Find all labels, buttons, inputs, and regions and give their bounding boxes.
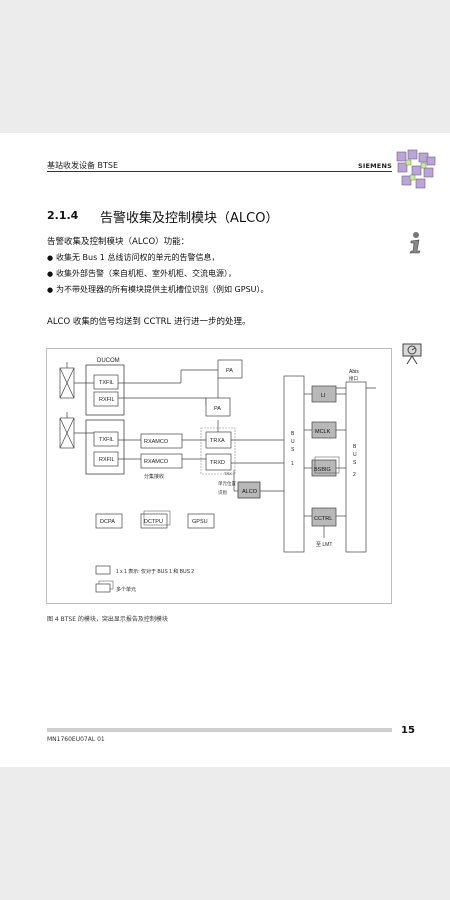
dctpu-box — [140, 513, 168, 529]
trxa-label: TRXA — [210, 438, 225, 444]
bullet-icon: ● — [47, 286, 54, 294]
txfil-label: TXFIL — [99, 380, 114, 386]
document-id: MN1760EU07AL 01 — [47, 736, 105, 743]
rxamco-box — [140, 453, 183, 469]
ducom-box — [85, 364, 125, 416]
section-number: 2.1.4 — [47, 209, 79, 222]
mclk-label: MCLK — [315, 429, 331, 435]
figure-caption: 图 4 BTSE 的模块，突出显示报告及控制模块 — [47, 616, 168, 623]
list-item: ●为不带处理器的所有模块提供主机槽位识别（例如 GPSU）。 — [47, 282, 269, 298]
bus2-letter: S — [353, 460, 357, 466]
mclk-box — [311, 421, 337, 439]
li-label: LI — [321, 393, 326, 399]
brand-name: SIEMENS — [358, 162, 392, 170]
rxamco-label: RXAMCO — [144, 459, 169, 465]
section-title: 告警收集及控制模块（ALCO） — [100, 211, 279, 226]
bus2-bar — [345, 381, 367, 553]
abis-label: Abis — [349, 369, 359, 375]
bsbig-box — [311, 459, 337, 477]
pa-label: PA — [226, 368, 233, 374]
presentation-icon — [402, 343, 422, 365]
dcpa-box — [95, 513, 123, 529]
rxamco-label: RXAMCO — [144, 439, 169, 445]
cctrl-label: CCTRL — [314, 516, 332, 522]
ducom-box — [85, 419, 125, 475]
function-list: ●收集无 Bus 1 总线访问权的单元的告警信息， ●收集外部告警（来自机柜、室… — [47, 250, 269, 298]
rxamco-box — [140, 433, 183, 449]
list-item-text: 为不带处理器的所有模块提供主机槽位识别（例如 GPSU）。 — [56, 285, 269, 294]
rxfil-box — [93, 391, 119, 407]
bus1-letter: U — [291, 439, 295, 445]
list-item-text: 收集无 Bus 1 总线访问权的单元的告警信息， — [56, 253, 220, 262]
lmt-label: 至 LMT — [316, 542, 332, 548]
legend-text: 多个单元 — [116, 586, 136, 593]
document-page: 基站收发设备 BTSE SIEMENS 2.1.4 告警收集及控制模块（ALCO… — [0, 133, 450, 767]
rxfil-box — [93, 451, 119, 467]
page-number: 15 — [401, 725, 415, 736]
info-icon — [409, 232, 421, 254]
txfil-label: TXFIL — [99, 437, 114, 443]
rxfil-label: RXFIL — [99, 457, 115, 463]
rxfil-label: RXFIL — [99, 397, 115, 403]
bus1-letter: S — [291, 447, 295, 453]
pa-box — [205, 397, 231, 417]
li-box — [311, 385, 337, 403]
txfil-box — [93, 374, 119, 390]
alco-label: ALCO — [242, 489, 258, 495]
legend-multi-icon — [95, 583, 111, 593]
bsbig-shadow — [314, 456, 340, 474]
list-item-text: 收集外部告警（来自机柜、室外机柜、交流电源）， — [56, 269, 236, 278]
bus1-letter: B — [291, 431, 295, 437]
dctpu-shadow — [143, 510, 171, 526]
ducom-label: DUCOM — [97, 358, 120, 364]
bsbig-label: BSBIG — [314, 467, 331, 473]
cctrl-box — [311, 507, 337, 527]
legend-text: 1 x 1 表示: 仅对于 BUS 1 和 BUS 2 — [116, 568, 194, 575]
dctpu-label: DCTPU — [144, 519, 163, 525]
header-rule — [47, 171, 392, 172]
bullet-icon: ● — [47, 254, 54, 262]
trxd-label: TRXD — [210, 460, 225, 466]
trxd-box — [205, 453, 232, 471]
pa-box — [217, 359, 243, 379]
alco-note: 识别 — [218, 489, 227, 496]
footer-rule — [47, 728, 392, 732]
list-item: ●收集外部告警（来自机柜、室外机柜、交流电源）， — [47, 266, 269, 282]
bus2-letter: U — [353, 452, 357, 458]
header-title: 基站收发设备 BTSE — [47, 161, 119, 170]
btse-module-diagram: DUCOM TXFIL RXFIL TXFIL RXFIL PA PA RXAM… — [46, 348, 392, 604]
gpsu-box — [187, 513, 215, 529]
abis-label: 接口 — [349, 375, 358, 382]
diversity-label: 分集接收 — [144, 473, 164, 480]
bullet-icon: ● — [47, 270, 54, 278]
trx-group-box — [200, 427, 236, 475]
alco-box — [237, 481, 261, 499]
alco-note: 单元位置 — [218, 480, 236, 487]
gpsu-label: GPSU — [192, 519, 208, 525]
legend-single-icon — [95, 565, 111, 575]
pa-label: PA — [214, 406, 221, 412]
dcpa-label: DCPA — [100, 519, 115, 525]
bus2-letter: B — [353, 444, 357, 450]
bus2-letter: 2 — [353, 472, 356, 478]
trx-label: TRX — [224, 471, 232, 476]
list-item: ●收集无 Bus 1 总线访问权的单元的告警信息， — [47, 250, 269, 266]
siemens-logo-icon — [396, 149, 436, 189]
trxa-box — [205, 431, 232, 449]
body-paragraph: ALCO 收集的信号均送到 CCTRL 进行进一步的处理。 — [47, 317, 251, 327]
txfil-box — [93, 431, 119, 447]
bus1-bar — [283, 375, 305, 553]
bus1-letter: 1 — [291, 461, 294, 467]
intro-text: 告警收集及控制模块（ALCO）功能： — [47, 237, 190, 247]
